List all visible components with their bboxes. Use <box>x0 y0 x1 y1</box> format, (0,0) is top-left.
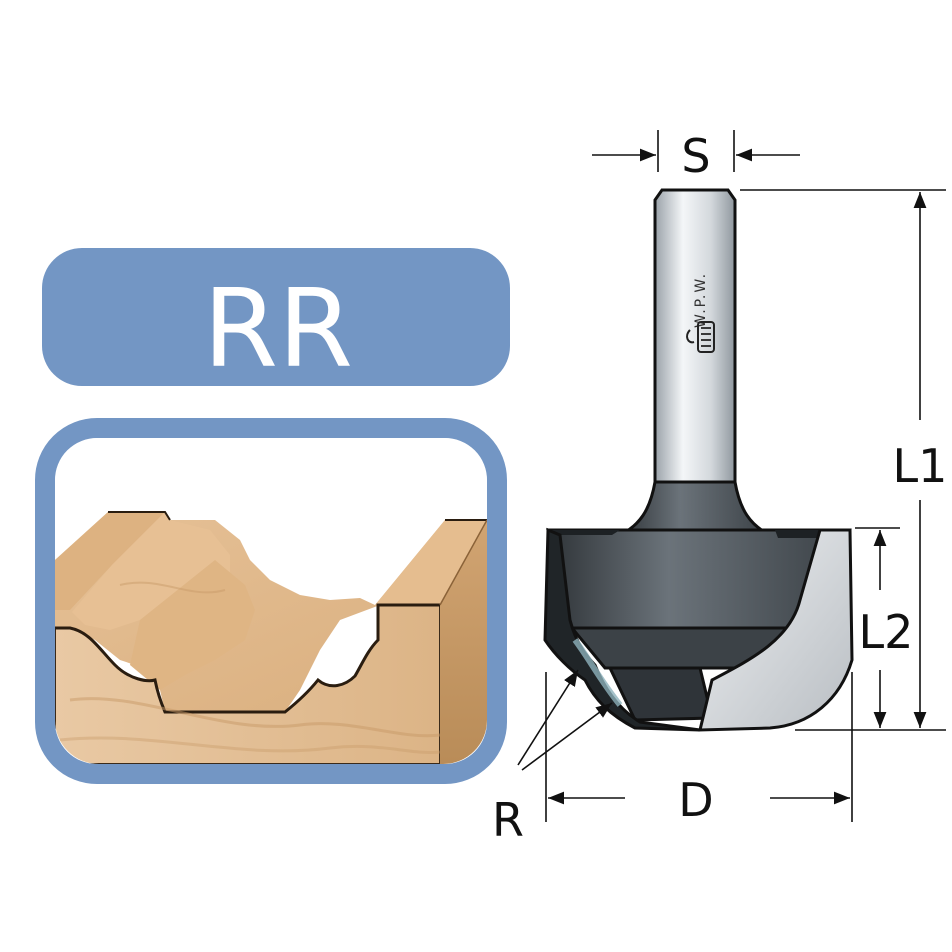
dimension-labels: S L1 L2 D R <box>492 129 947 847</box>
dimension-lines <box>517 130 946 822</box>
profile-badge: RR <box>42 248 510 392</box>
dimension-label-s: S <box>681 129 710 183</box>
shank: W.P.W. <box>653 188 737 490</box>
dimension-label-l1: L1 <box>893 439 948 493</box>
dimension-label-r: R <box>492 793 524 847</box>
dimension-label-d: D <box>678 773 713 827</box>
arrow-icon <box>517 669 579 766</box>
arrow-icon <box>521 702 613 771</box>
dimension-label-l2: L2 <box>859 605 914 659</box>
wpw-logo-icon <box>686 321 715 353</box>
router-bit: W.P.W. <box>543 188 854 732</box>
profile-preview <box>35 418 507 784</box>
badge-label: RR <box>203 267 353 392</box>
wood-profile-illustration <box>55 438 487 764</box>
shank-brand-text: W.P.W. <box>693 272 709 328</box>
